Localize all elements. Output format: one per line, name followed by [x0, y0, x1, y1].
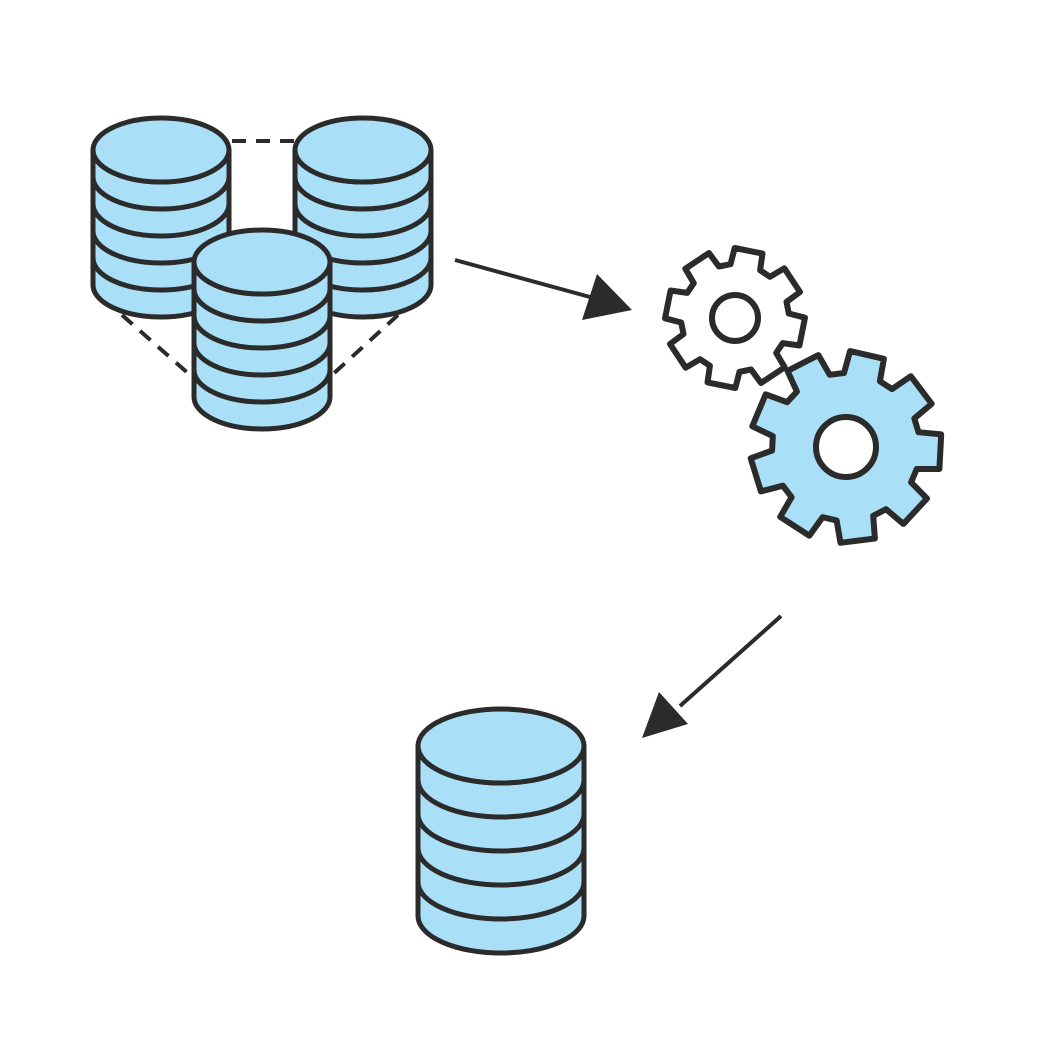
database-disk-line — [90, 176, 232, 212]
cluster-connectors — [120, 139, 400, 377]
database-top — [415, 706, 587, 786]
gear-hole — [813, 414, 879, 480]
dashed-connector-right — [330, 313, 400, 377]
database-disk-line — [415, 813, 587, 854]
database-disk-line — [90, 203, 232, 239]
database-disk-line — [292, 203, 434, 239]
database-top — [191, 227, 333, 297]
gear-hole — [709, 292, 761, 344]
target-database-icon — [415, 706, 587, 956]
database-top — [292, 115, 434, 185]
database-disk-line — [415, 881, 587, 922]
database-disk-line — [292, 176, 434, 212]
arrow-to-processor-icon — [454, 258, 632, 320]
database-disk-line — [191, 315, 333, 351]
database-disk-line — [191, 288, 333, 324]
dashed-connector-left — [120, 313, 192, 377]
database-disk-line — [191, 369, 333, 405]
database-top — [90, 115, 232, 185]
database-disk-line — [191, 342, 333, 378]
source-database-front-icon — [191, 227, 333, 432]
database-disk-line — [415, 847, 587, 888]
gear-large-icon — [747, 348, 945, 546]
arrow-to-target-icon — [642, 614, 783, 738]
database-disk-line — [415, 779, 587, 820]
gear-small-icon — [662, 245, 808, 391]
